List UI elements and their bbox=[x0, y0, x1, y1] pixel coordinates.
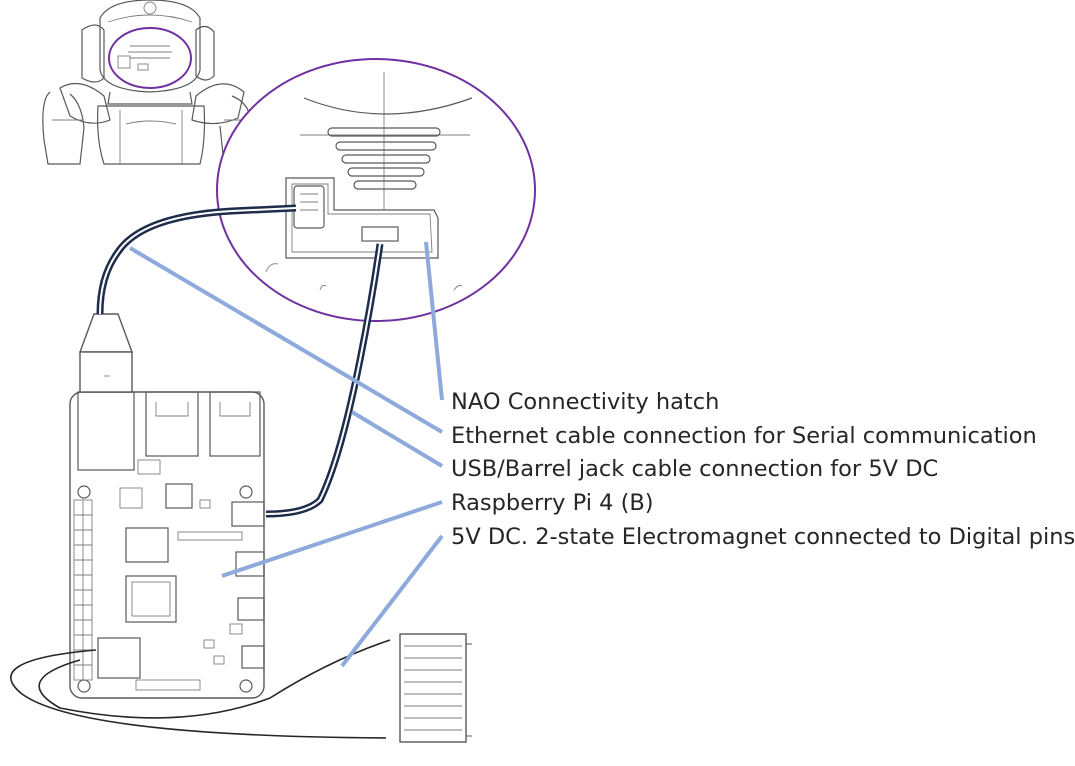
hatch-highlight-circle bbox=[108, 27, 192, 89]
nao-robot bbox=[42, 0, 255, 165]
raspberry-pi-board bbox=[69, 391, 265, 699]
hatch-grill bbox=[327, 127, 441, 190]
usb-port-icon bbox=[361, 226, 399, 242]
leader-ethernet bbox=[128, 246, 444, 434]
label-ethernet-cable: Ethernet cable connection for Serial com… bbox=[451, 423, 1037, 449]
label-raspberry-pi: Raspberry Pi 4 (B) bbox=[451, 490, 654, 516]
leader-lines bbox=[128, 241, 444, 668]
leader-hatch bbox=[424, 241, 444, 401]
leader-usb bbox=[350, 410, 444, 468]
gpio-header bbox=[73, 499, 93, 681]
ethernet-plug bbox=[78, 313, 134, 393]
label-electromagnet: 5V DC. 2-state Electromagnet connected t… bbox=[451, 524, 1075, 550]
leader-pi bbox=[221, 500, 443, 578]
zoom-circle bbox=[216, 58, 536, 322]
cables bbox=[10, 204, 391, 739]
label-nao-connectivity-hatch: NAO Connectivity hatch bbox=[451, 389, 720, 415]
chest-grill bbox=[117, 45, 172, 71]
leader-electromagnet bbox=[340, 534, 444, 668]
label-usb-barrel-cable: USB/Barrel jack cable connection for 5V … bbox=[451, 456, 939, 482]
ethernet-port-icon bbox=[293, 185, 325, 229]
connectivity-hatch-zoom bbox=[216, 58, 536, 322]
electromagnet bbox=[399, 633, 472, 743]
